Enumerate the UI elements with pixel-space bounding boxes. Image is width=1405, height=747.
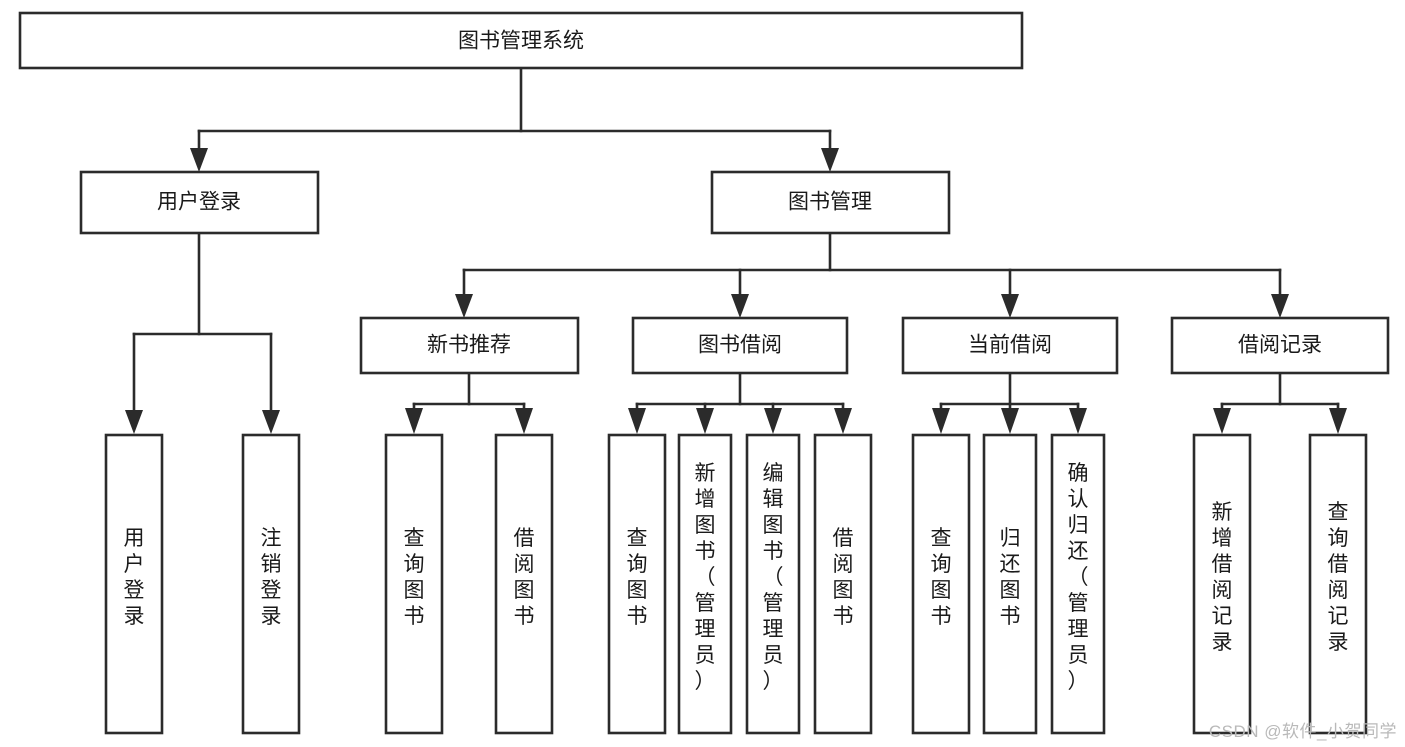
connector-group-current xyxy=(932,371,1087,434)
node-bookmgmt-label: 图书管理 xyxy=(788,191,872,214)
node-leaf7-label: 编辑图书（管理员） xyxy=(763,462,784,693)
node-bookmgmt[interactable]: 图书管理 xyxy=(710,170,951,235)
node-bookmgmt-box[interactable] xyxy=(710,170,951,235)
node-newbook[interactable]: 新书推荐 xyxy=(359,316,580,375)
arrow-icon-to-leaf11 xyxy=(1069,408,1087,434)
connector-group-root xyxy=(190,66,839,172)
node-leaf8-label: 借阅图书 xyxy=(833,527,854,628)
node-root-label: 图书管理系统 xyxy=(458,30,584,53)
connector-group-login xyxy=(125,231,280,434)
node-leaf1[interactable]: 用户登录 xyxy=(104,433,164,735)
node-leaf11[interactable]: 确认归还（管理员） xyxy=(1050,433,1106,735)
node-leaf4-label: 借阅图书 xyxy=(514,527,535,628)
arrow-icon-to-login xyxy=(190,148,208,172)
node-login-label: 用户登录 xyxy=(157,191,241,214)
arrow-icon-to-leaf4 xyxy=(515,408,533,434)
node-leaf6-label: 新增图书（管理员） xyxy=(695,462,716,693)
node-leaf13-box[interactable] xyxy=(1308,433,1368,735)
arrow-icon-to-leaf5 xyxy=(628,408,646,434)
node-leaf9-label: 查询图书 xyxy=(931,527,952,628)
node-login[interactable]: 用户登录 xyxy=(79,170,320,235)
node-leaf2-label: 注销登录 xyxy=(261,527,282,628)
node-leaf10-label: 归还图书 xyxy=(1000,527,1021,628)
node-current[interactable]: 当前借阅 xyxy=(901,316,1119,375)
node-leaf2-box[interactable] xyxy=(241,433,301,735)
node-leaf6-box[interactable] xyxy=(677,433,733,735)
node-leaf3-box[interactable] xyxy=(384,433,444,735)
node-leaf12-box[interactable] xyxy=(1192,433,1252,735)
node-leaf5[interactable]: 查询图书 xyxy=(607,433,667,735)
node-leaf1-label: 用户登录 xyxy=(124,527,145,628)
node-leaf2[interactable]: 注销登录 xyxy=(241,433,301,735)
node-leaf6[interactable]: 新增图书（管理员） xyxy=(677,433,733,735)
node-leaf8[interactable]: 借阅图书 xyxy=(813,433,873,735)
connector-group-bookmgmt xyxy=(455,231,1289,318)
node-leaf3[interactable]: 查询图书 xyxy=(384,433,444,735)
node-borrow-box[interactable] xyxy=(631,316,849,375)
arrow-icon-to-borrow xyxy=(731,294,749,318)
node-records[interactable]: 借阅记录 xyxy=(1170,316,1390,375)
arrow-icon-to-leaf6 xyxy=(696,408,714,434)
arrow-icon-to-leaf12 xyxy=(1213,408,1231,434)
node-current-label: 当前借阅 xyxy=(968,334,1052,357)
node-newbook-label: 新书推荐 xyxy=(427,334,511,357)
node-leaf11-box[interactable] xyxy=(1050,433,1106,735)
node-leaf10[interactable]: 归还图书 xyxy=(982,433,1038,735)
node-leaf11-label: 确认归还（管理员） xyxy=(1068,462,1089,693)
node-borrow[interactable]: 图书借阅 xyxy=(631,316,849,375)
node-leaf12[interactable]: 新增借阅记录 xyxy=(1192,433,1252,735)
node-leaf13[interactable]: 查询借阅记录 xyxy=(1308,433,1368,735)
node-root[interactable]: 图书管理系统 xyxy=(18,11,1024,70)
csdn-watermark: CSDN @软件_小贺同学 xyxy=(1208,722,1397,741)
arrow-icon-to-leaf7 xyxy=(764,408,782,434)
arrow-icon-to-records xyxy=(1271,294,1289,318)
node-leaf1-box[interactable] xyxy=(104,433,164,735)
arrow-icon-to-leaf1 xyxy=(125,410,143,434)
node-leaf7[interactable]: 编辑图书（管理员） xyxy=(745,433,801,735)
node-leaf8-box[interactable] xyxy=(813,433,873,735)
node-newbook-box[interactable] xyxy=(359,316,580,375)
arrow-icon-to-bookmgmt xyxy=(821,148,839,172)
node-leaf12-label: 新增借阅记录 xyxy=(1212,501,1233,654)
node-current-box[interactable] xyxy=(901,316,1119,375)
arrow-icon-to-leaf2 xyxy=(262,410,280,434)
node-leaf3-label: 查询图书 xyxy=(404,527,425,628)
node-root-box[interactable] xyxy=(18,11,1024,70)
node-records-label: 借阅记录 xyxy=(1238,334,1322,357)
arrow-icon-to-leaf3 xyxy=(405,408,423,434)
node-login-box[interactable] xyxy=(79,170,320,235)
node-records-box[interactable] xyxy=(1170,316,1390,375)
node-leaf9[interactable]: 查询图书 xyxy=(911,433,971,735)
node-leaf9-box[interactable] xyxy=(911,433,971,735)
arrow-icon-to-leaf10 xyxy=(1001,408,1019,434)
arrow-icon-to-newbook xyxy=(455,294,473,318)
node-leaf4-box[interactable] xyxy=(494,433,554,735)
connector-group-borrow xyxy=(628,371,852,434)
node-leaf5-box[interactable] xyxy=(607,433,667,735)
arrow-icon-to-leaf8 xyxy=(834,408,852,434)
arrow-icon-to-current xyxy=(1001,294,1019,318)
arrow-icon-to-leaf13 xyxy=(1329,408,1347,434)
connector-group-records xyxy=(1213,371,1347,434)
node-leaf7-box[interactable] xyxy=(745,433,801,735)
node-leaf5-label: 查询图书 xyxy=(627,527,648,628)
connector-group-newbook xyxy=(405,371,533,434)
node-leaf13-label: 查询借阅记录 xyxy=(1328,501,1349,654)
node-leaf4[interactable]: 借阅图书 xyxy=(494,433,554,735)
arrow-icon-to-leaf9 xyxy=(932,408,950,434)
node-leaf10-box[interactable] xyxy=(982,433,1038,735)
node-borrow-label: 图书借阅 xyxy=(698,334,782,357)
